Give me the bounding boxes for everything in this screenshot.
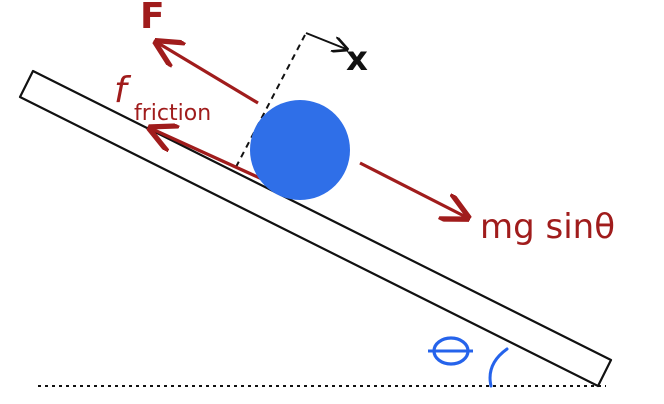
perpendicular-dashed-line [235,32,307,168]
force-f-arrow [158,43,259,105]
angle-theta-label: θ [428,336,473,366]
gravity-component-arrow [359,161,466,217]
ball [250,100,350,200]
x-axis-arrow [305,32,346,49]
force-f-label: F [140,0,165,37]
angle-arc [488,347,509,388]
x-axis-label: x [346,39,368,79]
friction-f-label: f [114,70,132,111]
friction-subscript-label: friction [134,101,211,126]
gravity-component-label: mg sinθ [480,207,615,247]
friction-arrow [152,129,263,181]
